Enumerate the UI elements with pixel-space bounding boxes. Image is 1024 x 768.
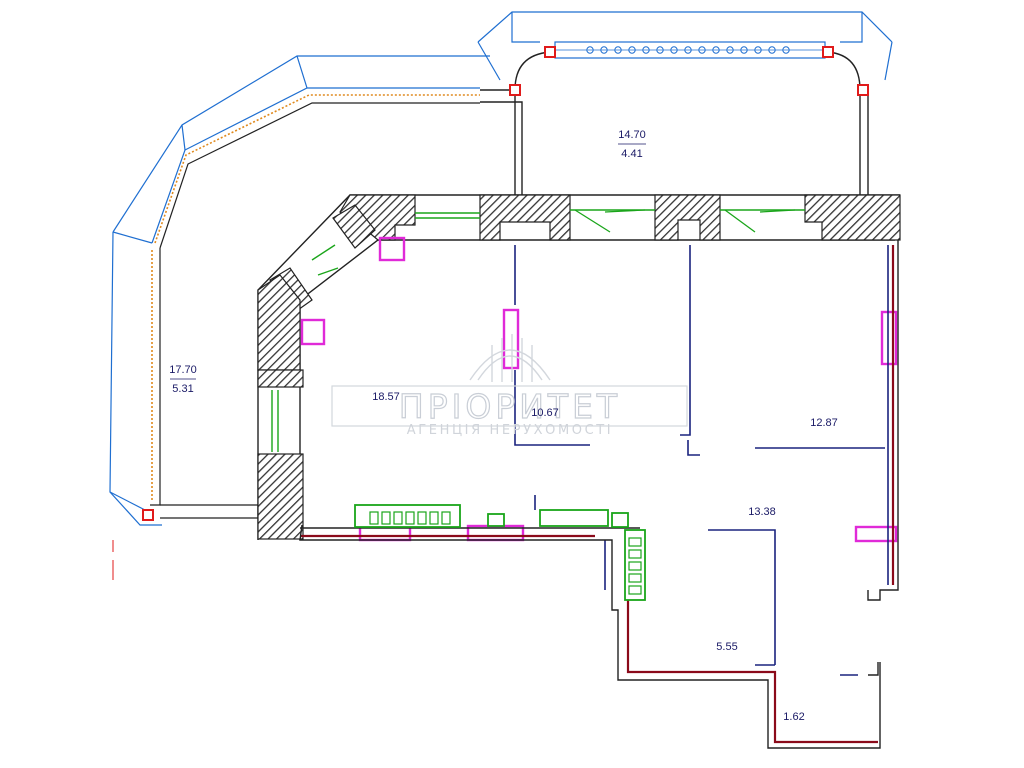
area-corridor: 5.55 [716, 641, 737, 653]
mullion-mark [726, 46, 734, 54]
mullion-mark [754, 46, 762, 54]
area-labels: 17.70 5.31 14.70 4.41 18.57 10.67 12.87 … [169, 129, 838, 723]
area-bathroom: 1.62 [783, 711, 804, 723]
counter-rib [441, 511, 451, 525]
mullion-mark [698, 46, 706, 54]
area-room-center: 10.67 [531, 407, 559, 419]
window-sashes [317, 209, 796, 276]
counter-rib [405, 511, 415, 525]
loggia-inner-wall [150, 102, 480, 519]
watermark-frame [331, 385, 688, 427]
watermark-subtitle: АГЕНЦІЯ НЕРУХОМОСТІ [407, 423, 614, 438]
mullion-mark [768, 46, 776, 54]
city-skyline-icon [469, 334, 551, 382]
exterior-walls-outline [299, 240, 899, 749]
kitchen-counter [354, 504, 646, 601]
main-walls [257, 194, 900, 540]
counter-rib [628, 585, 642, 595]
counter-rib [393, 511, 403, 525]
mullion-mark [642, 46, 650, 54]
counter-rib [628, 537, 642, 547]
area-balcony-top-sub: 4.41 [621, 148, 642, 160]
counter-rib [628, 561, 642, 571]
counter-rib [628, 573, 642, 583]
exterior-walls-red [300, 245, 895, 744]
area-living-room: 18.57 [372, 391, 400, 403]
mullion-mark [782, 46, 790, 54]
balcony-columns [142, 46, 869, 521]
mullion-mark [712, 46, 720, 54]
mullion-mark [684, 46, 692, 54]
loggia-outline [109, 55, 490, 526]
kitchen-counter-ribs [369, 511, 642, 595]
mullion-mark [614, 46, 622, 54]
mullion-mark [740, 46, 748, 54]
area-balcony-top: 14.70 [618, 129, 646, 141]
counter-rib [381, 511, 391, 525]
balcony-outline [477, 11, 893, 81]
loggia-insulation [151, 94, 480, 500]
watermark: ПРІОРИТЕТ АГЕНЦІЯ НЕРУХОМОСТІ [331, 334, 688, 438]
hatched-walls [257, 194, 901, 540]
balcony-window [554, 41, 826, 59]
mullion-mark [586, 46, 594, 54]
area-loggia-left: 17.70 [169, 364, 197, 376]
balcony-window-mullions [586, 46, 790, 54]
watermark-title: ПРІОРИТЕТ [399, 387, 621, 426]
mullion-mark [628, 46, 636, 54]
area-loggia-left-sub: 5.31 [172, 383, 193, 395]
counter-rib [369, 511, 379, 525]
counter-rib [628, 549, 642, 559]
counter-rib [417, 511, 427, 525]
area-room-right: 12.87 [810, 417, 838, 429]
counter-rib [429, 511, 439, 525]
mullion-mark [656, 46, 664, 54]
partitions [514, 245, 889, 676]
area-hall: 13.38 [748, 506, 776, 518]
mullion-mark [670, 46, 678, 54]
mullion-mark [600, 46, 608, 54]
balcony-walls [480, 51, 869, 195]
